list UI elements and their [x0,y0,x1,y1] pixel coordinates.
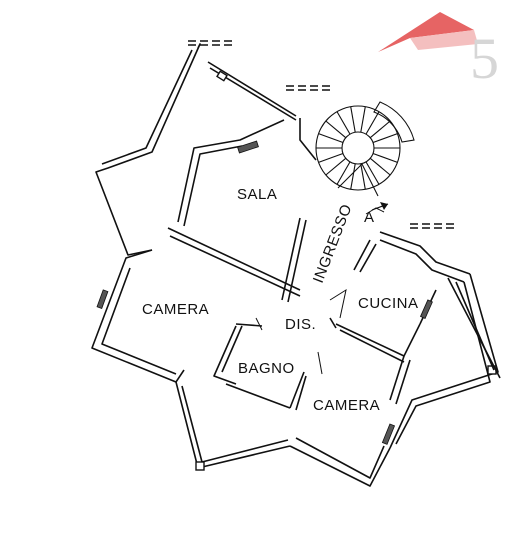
window-camera-bottom [381,423,396,445]
stair-step [336,161,351,185]
room-label-bagno: BAGNO [238,360,295,377]
window-sala [237,140,259,154]
stair-step [360,106,366,133]
entrance-arrow: A [364,202,389,226]
stair-step [365,161,380,185]
arrow-label: A [364,209,375,226]
logo-roof [378,12,474,52]
marker-top-left [188,40,232,46]
agency-logo: 5 [378,12,499,91]
marker-right [410,223,454,229]
stair-step [318,133,344,144]
window-camera-left [96,289,109,309]
marker-top-middle [286,85,330,91]
logo-roof-shade [410,30,478,50]
room-label-camera-left: CAMERA [142,301,209,318]
stair-step [336,111,351,135]
door-swing-cucina [329,288,347,319]
stair-step [372,152,398,163]
stair-step [369,120,391,139]
outer-walls [91,43,501,487]
stair-step [365,111,380,135]
room-label-sala: SALA [237,186,277,203]
room-label-dis: DIS. [285,316,316,333]
stair-step [325,120,347,139]
room-label-camera-bottom: CAMERA [313,397,380,414]
stair-step [360,163,366,190]
stair-step [350,163,356,190]
windows [96,140,433,445]
spiral-staircase [315,101,415,215]
room-label-cucina: CUCINA [358,295,419,312]
stair-step [325,157,347,176]
stair-step [350,106,356,133]
stair-step [318,152,344,163]
room-label-ingresso: INGRESSO [310,202,356,286]
stair-step [372,133,398,144]
logo-numeral: 5 [470,26,499,91]
interior-walls [167,118,437,411]
window-cucina [419,299,433,319]
section-markers [188,40,454,229]
stair-step [369,157,391,176]
